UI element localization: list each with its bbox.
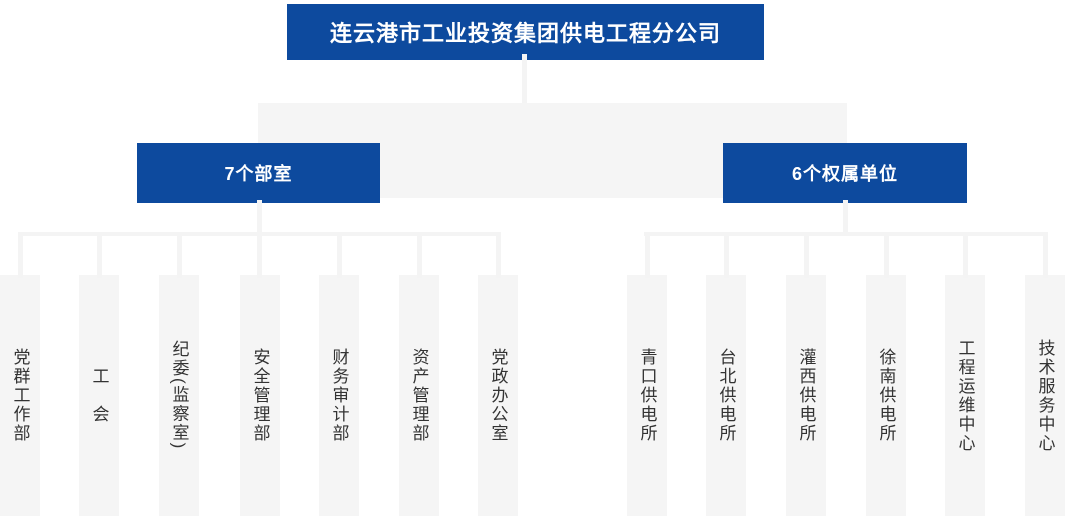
leaf-node-xunan: 徐南供电所 [866,275,906,516]
leaf-node-dangqun: 党群工作部 [0,275,40,516]
connector-drop [97,232,102,278]
root-node: 连云港市工业投资集团供电工程分公司 [287,4,764,60]
leaf-node-gonghui: 工 会 [79,275,119,516]
leaf-label: 徐南供电所 [876,348,896,443]
group-node-subsidiaries-label: 6个权属单位 [791,164,898,184]
leaf-node-dangzheng: 党政办公室 [478,275,518,516]
leaf-node-anquan: 安全管理部 [240,275,280,516]
connector-drop [645,232,650,278]
leaf-node-qingkou: 青口供电所 [627,275,667,516]
leaf-label: 资产管理部 [409,348,429,443]
leaf-label: 台北供电所 [716,348,736,443]
connector-drop [1043,232,1048,278]
leaf-node-zichan: 资产管理部 [399,275,439,516]
connector-drop [963,232,968,278]
leaf-node-caiwu: 财务审计部 [319,275,359,516]
leaf-label: 纪委(监察室) [169,340,189,451]
connector-drop [337,232,342,278]
leaf-node-jishu-fuwu: 技术服务中心 [1025,275,1065,516]
leaf-label: 安全管理部 [250,348,270,443]
leaf-label: 党群工作部 [10,348,30,443]
leaf-node-taibei: 台北供电所 [706,275,746,516]
connector-right-stem [843,200,848,236]
leaf-node-guanxi: 灌西供电所 [786,275,826,516]
leaf-label: 财务审计部 [329,348,349,443]
leaf-label: 工程运维中心 [955,338,975,453]
connector-left-stem [257,200,262,236]
leaf-label: 技术服务中心 [1035,338,1055,453]
connector-drop [496,232,501,278]
connector-drop [884,232,889,278]
connector-drop [177,232,182,278]
connector-drop [724,232,729,278]
leaf-label: 工 会 [89,367,109,424]
root-node-label: 连云港市工业投资集团供电工程分公司 [329,21,721,46]
leaf-label: 党政办公室 [488,348,508,443]
group-node-subsidiaries: 6个权属单位 [723,143,967,203]
leaf-label: 灌西供电所 [796,348,816,443]
connector-root-stem [522,54,527,103]
leaf-node-gongcheng-yunwei: 工程运维中心 [945,275,985,516]
connector-drop [18,232,23,278]
leaf-label: 青口供电所 [637,348,657,443]
connector-drop [804,232,809,278]
group-node-departments-label: 7个部室 [224,164,293,184]
connector-drop [257,232,262,278]
leaf-node-jiwei: 纪委(监察室) [159,275,199,516]
connector-right-hline [644,232,1048,236]
group-node-departments: 7个部室 [137,143,380,203]
connector-drop [417,232,422,278]
